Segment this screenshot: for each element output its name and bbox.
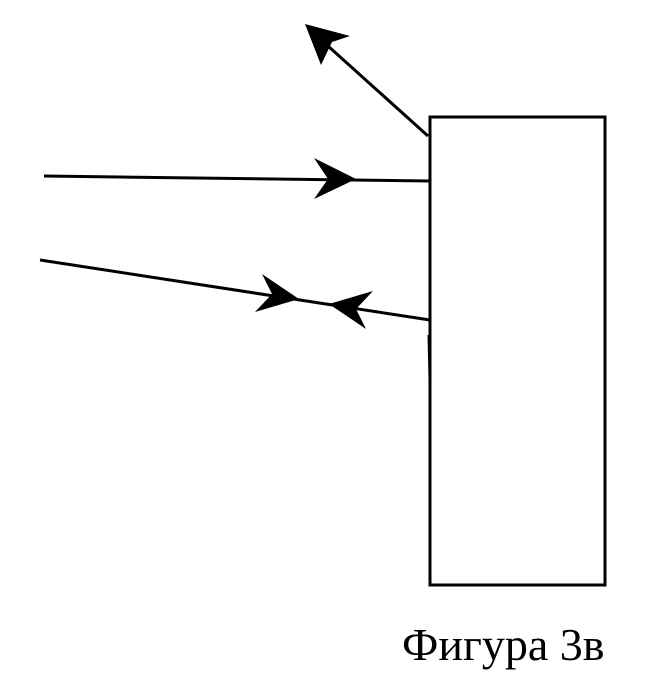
incident-ray-lower — [39, 258, 431, 322]
edge-tick — [427, 334, 432, 381]
incident-ray-upper-arrowhead — [314, 158, 356, 199]
incident-ray-lower-backward-arrowhead — [329, 291, 373, 329]
figure-caption: Фигура 3в — [402, 619, 605, 670]
block-rectangle — [428, 115, 607, 587]
incident-ray-upper — [43, 174, 431, 183]
diagonal-ray — [316, 35, 430, 138]
incident-ray-lower-forward-arrowhead — [255, 274, 299, 312]
diagonal-ray-arrowhead — [305, 24, 350, 65]
